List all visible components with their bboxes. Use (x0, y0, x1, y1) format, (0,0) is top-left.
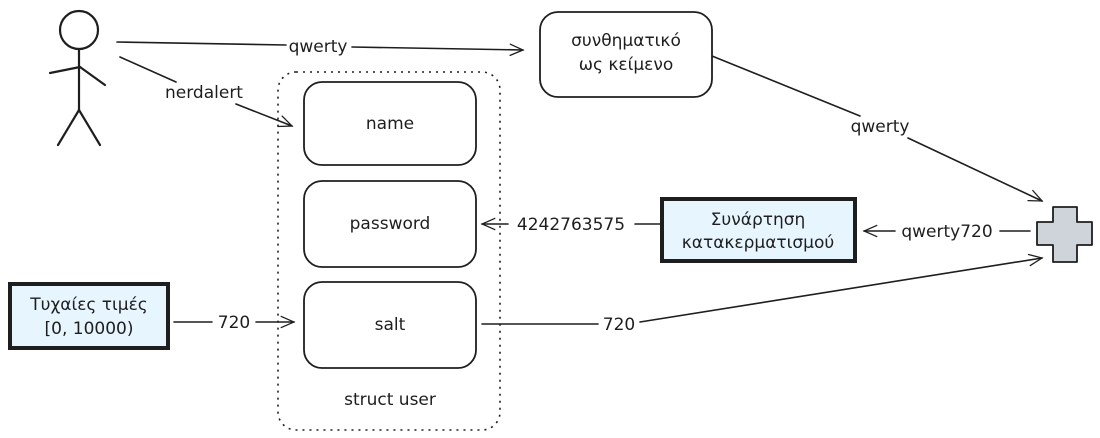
edge-user-to-name-a (119, 56, 177, 83)
name-field-label: name (366, 114, 414, 134)
edge-label-salt-to-plus: 720 (603, 315, 635, 335)
random-values-line2: [0, 10000) (45, 319, 134, 339)
edge-label-user-to-plaintext: qwerty (289, 37, 348, 57)
name-field-box (303, 81, 477, 166)
edge-label-random-to-salt: 720 (218, 313, 250, 333)
edge-user-to-plaintext (116, 41, 287, 46)
struct-user-label: struct user (344, 390, 436, 410)
edge-label-hash-to-password: 4242763575 (517, 215, 625, 235)
user-stick-figure (48, 9, 107, 147)
edge-user-to-name-b (235, 103, 294, 128)
struct-user-container (277, 71, 501, 431)
edge-user-to-plaintext-head (351, 43, 525, 57)
plaintext-password-line1: συνθηματικό (571, 31, 681, 51)
edge-label-plaintext-to-plus: qwerty (851, 117, 910, 137)
hash-function-box (660, 197, 857, 263)
password-field-box (303, 180, 477, 268)
password-field-label: password (350, 214, 431, 234)
edge-label-user-to-name: nerdalert (165, 83, 243, 103)
hash-function-line1: Συνάρτηση (711, 210, 806, 230)
edge-salt-to-plus-b (639, 253, 1044, 323)
salt-field-label: salt (375, 315, 406, 335)
random-values-box (8, 282, 170, 350)
edge-plaintext-to-plus-b (907, 137, 1044, 202)
hash-function-line2: κατακερματισμού (682, 233, 835, 253)
edge-label-plus-to-hash: qwerty720 (901, 222, 992, 242)
plaintext-password-box (539, 11, 713, 98)
concatenation-plus-icon (1036, 206, 1093, 263)
random-values-line1: Τυχαίες τιμές (29, 295, 148, 315)
plaintext-password-line2: ως κείμενο (579, 55, 673, 75)
edge-plaintext-to-plus-a (711, 55, 861, 117)
salt-field-box (303, 281, 477, 369)
